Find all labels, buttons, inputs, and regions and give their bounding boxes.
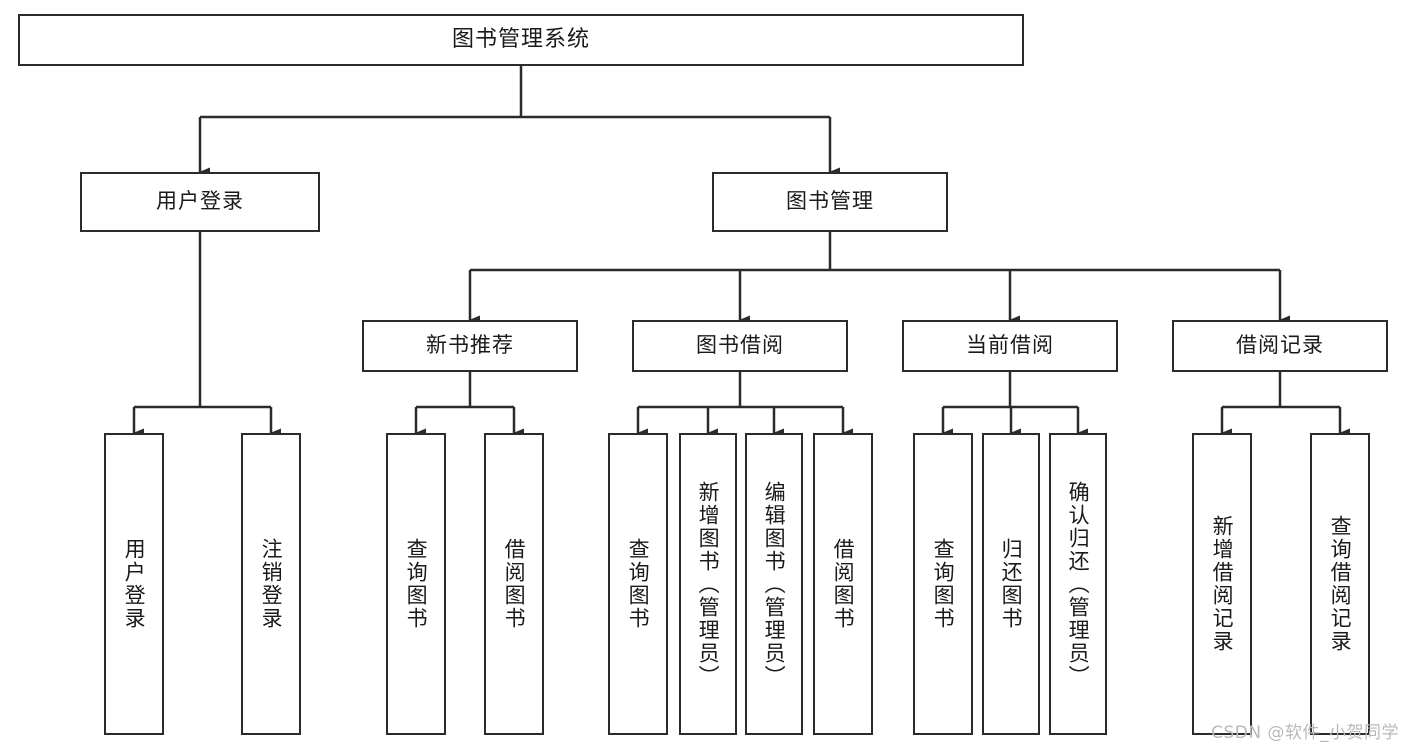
node-label: 图书借阅: [696, 333, 784, 358]
watermark-label: CSDN @软件_小贺同学: [1211, 723, 1399, 743]
node-leaf-query-book-1[interactable]: 查询图书: [386, 433, 446, 735]
node-leaf-borrow-book-2[interactable]: 借阅图书: [813, 433, 873, 735]
node-root-title[interactable]: 图书管理系统: [18, 14, 1024, 66]
node-leaf-add-record[interactable]: 新增借阅记录: [1192, 433, 1252, 735]
node-leaf-query-book-3[interactable]: 查询图书: [913, 433, 973, 735]
node-label: 当前借阅: [966, 333, 1054, 358]
node-current-borrow[interactable]: 当前借阅: [902, 320, 1118, 372]
node-leaf-query-book-2[interactable]: 查询图书: [608, 433, 668, 735]
node-book-mgmt[interactable]: 图书管理: [712, 172, 948, 232]
node-label: 借阅记录: [1236, 333, 1324, 358]
node-label-vertical: 确认归还（管理员）: [1066, 480, 1091, 688]
node-new-book-rec[interactable]: 新书推荐: [362, 320, 578, 372]
node-label-vertical: 用户登录: [122, 538, 147, 630]
node-leaf-query-record[interactable]: 查询借阅记录: [1310, 433, 1370, 735]
node-label-vertical: 新增图书（管理员）: [696, 480, 721, 688]
node-label-vertical: 编辑图书（管理员）: [762, 480, 787, 688]
node-borrow-record[interactable]: 借阅记录: [1172, 320, 1388, 372]
node-user-login[interactable]: 用户登录: [80, 172, 320, 232]
node-leaf-return-book[interactable]: 归还图书: [982, 433, 1040, 735]
node-leaf-edit-book[interactable]: 编辑图书（管理员）: [745, 433, 803, 735]
node-label-vertical: 查询借阅记录: [1328, 515, 1353, 653]
node-leaf-add-book[interactable]: 新增图书（管理员）: [679, 433, 737, 735]
node-label-vertical: 查询图书: [404, 538, 429, 630]
node-book-borrow[interactable]: 图书借阅: [632, 320, 848, 372]
node-label: 新书推荐: [426, 333, 514, 358]
node-leaf-logout[interactable]: 注销登录: [241, 433, 301, 735]
node-label-vertical: 注销登录: [259, 538, 284, 630]
node-label-vertical: 查询图书: [931, 538, 956, 630]
node-label: 用户登录: [156, 189, 244, 214]
node-label-vertical: 查询图书: [626, 538, 651, 630]
node-leaf-user-login[interactable]: 用户登录: [104, 433, 164, 735]
node-label: 图书管理系统: [451, 26, 590, 52]
node-label-vertical: 借阅图书: [831, 538, 856, 630]
node-leaf-borrow-book-1[interactable]: 借阅图书: [484, 433, 544, 735]
node-label-vertical: 借阅图书: [502, 538, 527, 630]
node-leaf-confirm-return[interactable]: 确认归还（管理员）: [1049, 433, 1107, 735]
node-label-vertical: 归还图书: [999, 538, 1024, 630]
node-label: 图书管理: [786, 189, 874, 214]
node-label-vertical: 新增借阅记录: [1210, 515, 1235, 653]
